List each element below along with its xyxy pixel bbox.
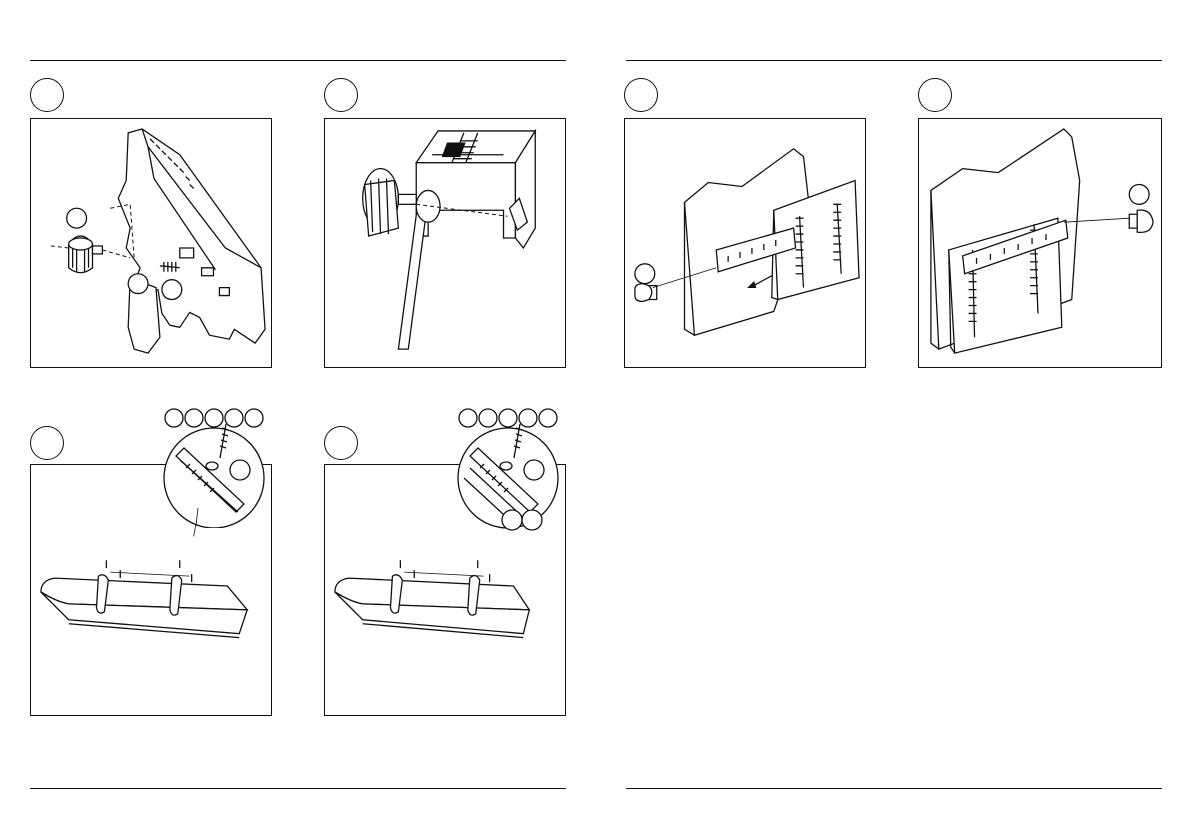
detail-callout-a	[156, 408, 276, 528]
wall-anchor	[1129, 214, 1137, 228]
part-label-circle	[230, 460, 250, 480]
part-label-circle	[635, 264, 655, 284]
step-number-circle	[918, 78, 952, 112]
wall-anchor	[635, 284, 652, 302]
step-illustration-wall-plate-mounted	[918, 118, 1162, 368]
part-label-circle	[519, 409, 537, 427]
step-number-circle	[30, 426, 64, 460]
bracket-knob-drawing	[31, 119, 271, 367]
part-label-circle	[522, 510, 542, 530]
bottom-rule-right	[626, 788, 1162, 789]
part-label-circle	[225, 409, 243, 427]
adjustment-knob	[69, 236, 103, 273]
detail-callout-b	[450, 408, 570, 538]
step-number-circle	[30, 78, 64, 112]
clamp-knob	[363, 169, 417, 236]
part-label-circle	[459, 409, 477, 427]
part-label-circle	[539, 409, 557, 427]
clamp-box-drawing	[325, 119, 565, 367]
part-label-circle	[479, 409, 497, 427]
part-label-circle	[499, 409, 517, 427]
part-label-circle	[185, 409, 203, 427]
part-label-circle	[67, 208, 87, 228]
part-label-circle	[205, 409, 223, 427]
step-number-circle	[324, 78, 358, 112]
step-illustration-clamp-box	[324, 118, 566, 368]
top-rule-left	[30, 60, 566, 61]
part-label-circle	[1129, 184, 1149, 204]
left-page	[0, 0, 596, 840]
step-number-circle	[324, 426, 358, 460]
bottom-rule-left	[30, 788, 566, 789]
right-page	[596, 0, 1192, 840]
top-rule-right	[626, 60, 1162, 61]
step-number-circle	[624, 78, 658, 112]
step-illustration-wall-plate-insert	[624, 118, 866, 368]
part-label-circle	[245, 409, 263, 427]
step-illustration-bracket-knob	[30, 118, 272, 368]
part-label-circle	[502, 510, 522, 530]
wall-plate-mounted-drawing	[919, 119, 1161, 367]
part-label-circle	[128, 274, 148, 294]
part-label-circle	[165, 409, 183, 427]
wall-plate-insert-drawing	[625, 119, 865, 367]
part-label-circle	[524, 460, 544, 480]
part-label-circle	[162, 280, 182, 300]
